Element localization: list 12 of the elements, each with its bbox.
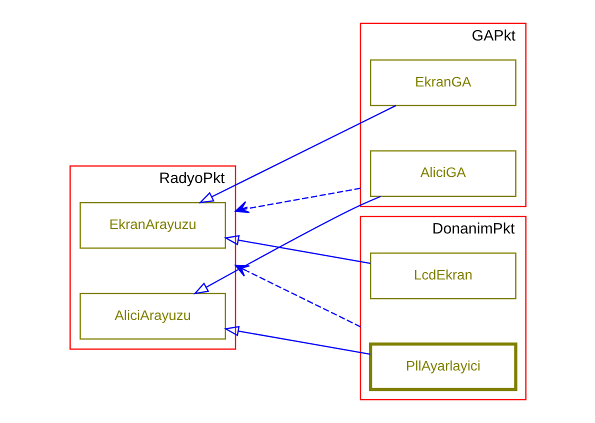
arrow xyxy=(223,326,370,355)
node-box: AliciArayuzu xyxy=(79,292,226,340)
node-box: LcdEkran xyxy=(369,252,516,300)
arrow xyxy=(234,264,360,328)
node-box: EkranGA xyxy=(369,59,516,106)
arrow xyxy=(234,188,360,214)
node-box: AliciGA xyxy=(369,150,516,197)
arrow xyxy=(198,104,396,204)
node-box: EkranArayuzu xyxy=(79,202,226,249)
arrow xyxy=(192,196,380,294)
arrow xyxy=(223,235,370,264)
node-box: PllAyarlayici xyxy=(368,342,517,392)
